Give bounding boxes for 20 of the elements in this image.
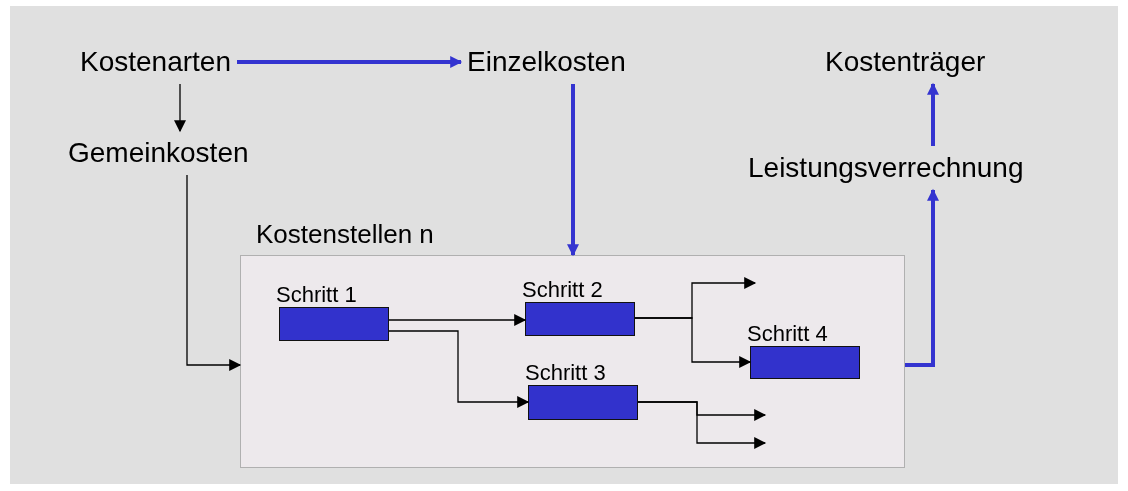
text-label: Kostenarten: [74, 40, 237, 84]
arrow: [388, 314, 527, 326]
arrow: [567, 84, 579, 257]
arrow: [388, 330, 530, 408]
text-label: Kostenträger: [819, 40, 992, 84]
text-label: Gemeinkosten: [62, 131, 255, 175]
panel-heading: Kostenstellen n: [256, 218, 434, 251]
arrow: [637, 401, 767, 449]
arrow: [186, 174, 242, 371]
arrow: [634, 317, 752, 368]
arrow: [905, 188, 939, 367]
text-label: Einzelkosten: [461, 40, 632, 84]
step-label: Schritt 1: [276, 283, 357, 307]
step-label: Schritt 4: [747, 322, 828, 346]
step-label: Schritt 2: [522, 278, 603, 302]
step-label: Schritt 3: [525, 361, 606, 385]
arrow: [237, 56, 463, 68]
arrow: [927, 82, 939, 146]
text-label: Leistungsverrechnung: [742, 146, 1030, 190]
arrow: [174, 83, 186, 133]
